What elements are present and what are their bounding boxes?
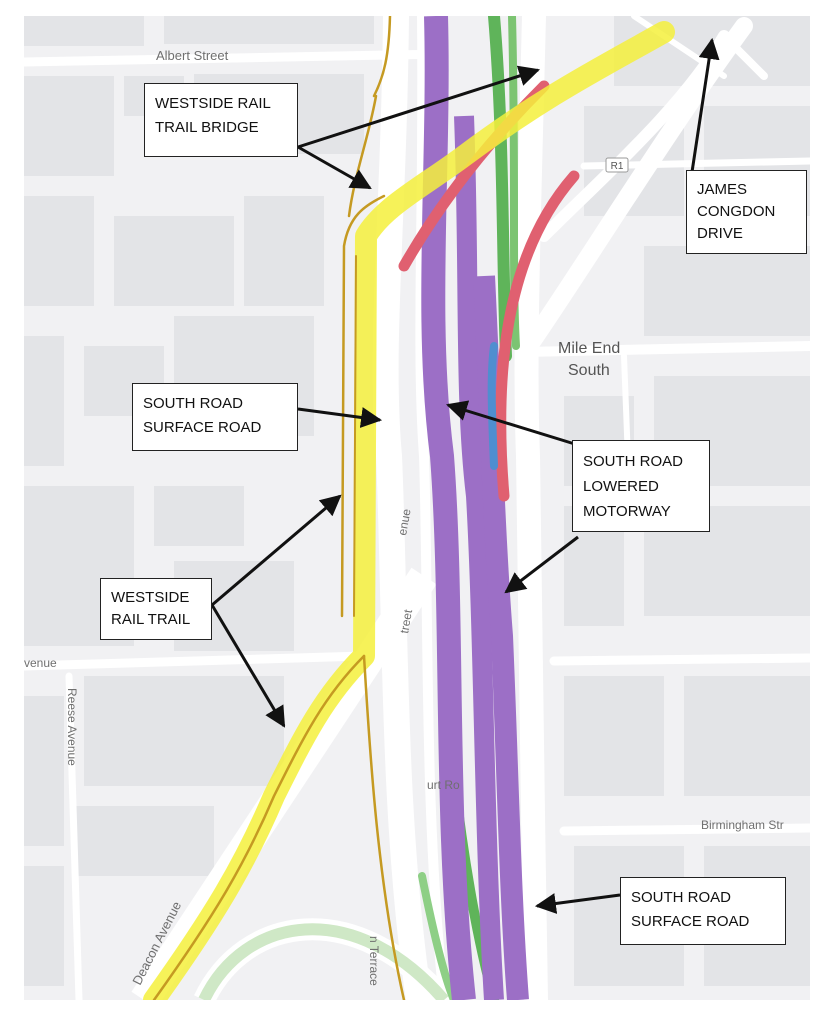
loop-ramp-green	[198, 923, 449, 1000]
callout-south-road-lowered-motorway: SOUTH ROAD LOWERED MOTORWAY	[572, 440, 710, 532]
label-court-road: urt Ro	[427, 778, 460, 792]
callout-line: WESTSIDE RAIL	[155, 95, 271, 112]
callout-line: LOWERED	[583, 478, 659, 495]
label-mile-end-south: South	[568, 362, 610, 379]
callout-line: SURFACE ROAD	[631, 913, 750, 930]
route-badge-label: R1	[611, 161, 624, 172]
callout-south-road-surface-south: SOUTH ROAD SURFACE ROAD	[620, 877, 786, 945]
label-street-fragment: treet	[397, 608, 415, 635]
callout-james-congdon-drive: JAMES CONGDON DRIVE	[686, 170, 807, 254]
callout-westside-rail-trail: WESTSIDE RAIL TRAIL	[100, 578, 212, 640]
callout-line: SOUTH ROAD	[583, 453, 684, 470]
label-reese-avenue: Reese Avenue	[65, 688, 79, 766]
label-albert-street: Albert Street	[156, 48, 229, 63]
callout-line: WESTSIDE	[111, 589, 190, 606]
callout-line: SOUTH ROAD	[143, 395, 244, 412]
callout-line: DRIVE	[697, 225, 743, 242]
label-avenue-left: venue	[24, 656, 57, 670]
callout-line: TRAIL BRIDGE	[155, 119, 259, 136]
callout-line: JAMES	[697, 181, 748, 198]
label-birmingham-street: Birmingham Str	[701, 818, 784, 832]
callout-line: CONGDON	[697, 203, 776, 220]
minor-streets	[24, 16, 810, 1000]
label-terrace: n Terrace	[367, 936, 381, 986]
callout-line: MOTORWAY	[583, 503, 671, 520]
callout-line: RAIL TRAIL	[111, 611, 191, 628]
label-marion-fragment: enue	[395, 507, 413, 536]
westside-rail-trail	[143, 16, 675, 1000]
callout-westside-rail-trail-bridge: WESTSIDE RAIL TRAIL BRIDGE	[144, 83, 298, 157]
callout-line: SOUTH ROAD	[631, 889, 732, 906]
label-mile-end: Mile End	[558, 340, 620, 357]
route-badge-r1: R1	[605, 157, 629, 173]
callout-line: SURFACE ROAD	[143, 419, 262, 436]
callout-south-road-surface-north: SOUTH ROAD SURFACE ROAD	[132, 383, 298, 451]
